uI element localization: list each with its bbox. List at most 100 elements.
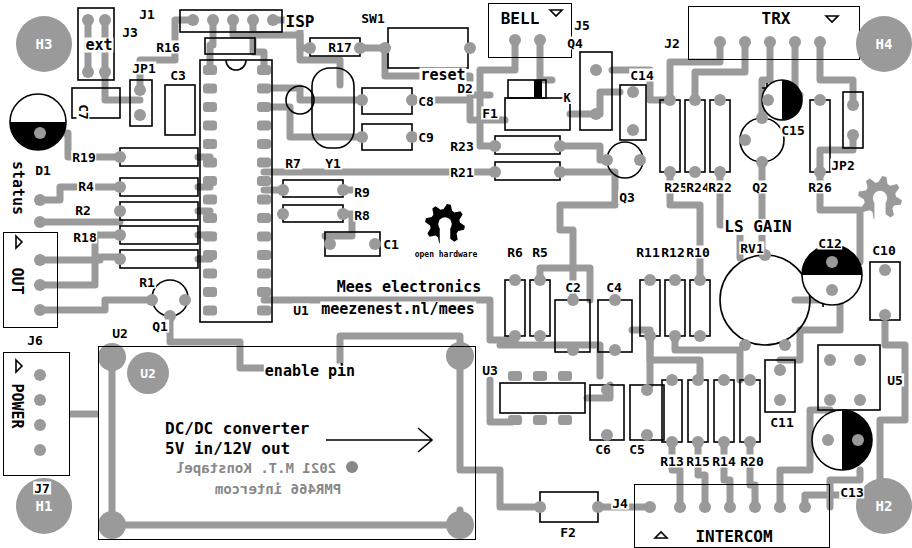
solder-pad (718, 436, 730, 448)
reference-designator: Q1 (151, 320, 169, 333)
solder-pad (689, 166, 701, 178)
reference-designator: R5 (531, 246, 549, 259)
node-text: BELL (500, 11, 541, 27)
node-text: U2 (139, 367, 157, 380)
solder-pad (814, 166, 826, 178)
ic-pad (533, 371, 547, 381)
solder-pad (304, 42, 316, 54)
reference-designator: R2 (74, 204, 92, 217)
component-outline (688, 380, 708, 442)
solder-pad (34, 254, 46, 266)
copper-trace (264, 107, 362, 137)
solder-pad (379, 42, 391, 54)
component-outline (78, 8, 114, 80)
reference-designator: Q4 (566, 37, 584, 50)
connector-housing: BELL (488, 3, 572, 58)
copper-trace (724, 442, 730, 507)
solder-pad (627, 124, 639, 136)
reference-designator: R17 (327, 41, 352, 54)
solder-pad (799, 501, 811, 513)
gear-notch (874, 198, 885, 222)
mounting-hole: H3 (16, 16, 72, 72)
reference-designator: R8 (353, 209, 371, 222)
component-outline (508, 80, 546, 98)
solder-pad (324, 238, 336, 250)
solder-pad (694, 274, 706, 286)
reference-designator: Q2 (751, 181, 769, 194)
reference-designator: U2 (111, 327, 129, 340)
component-outline (665, 280, 685, 336)
reference-designator: C8 (417, 95, 435, 108)
ic-pad (508, 415, 522, 425)
reference-designator: C15 (780, 124, 805, 137)
solder-pad (756, 112, 768, 124)
component-outline (500, 383, 585, 413)
solder-pad (567, 294, 579, 306)
solder-pad (227, 14, 239, 26)
ic-pad (203, 306, 217, 316)
ic-pad (203, 158, 217, 168)
solder-pad (826, 284, 838, 296)
polarity-fill (802, 245, 862, 275)
solder-pad (114, 229, 126, 241)
component-outline (72, 8, 900, 522)
solder-pad (601, 384, 613, 396)
component-outline (870, 262, 900, 320)
reference-designator: SW1 (360, 12, 385, 25)
reference-designator: R19 (71, 151, 96, 164)
solder-pad (554, 166, 566, 178)
polarity-fill (782, 80, 802, 120)
node-text: H4 (875, 37, 894, 51)
solder-pad (814, 94, 826, 106)
solder-pad (356, 131, 368, 143)
reference-designator: R15 (685, 455, 710, 468)
reference-designator: U1 (292, 304, 310, 317)
solder-pad (744, 436, 756, 448)
solder-pad (634, 154, 646, 166)
solder-pad (187, 14, 199, 26)
polarity-fill (10, 122, 66, 150)
silkscreen-outline (655, 532, 667, 538)
solder-pad (644, 330, 656, 342)
solder-pad (641, 384, 653, 396)
solder-pad (879, 309, 891, 321)
node-text: POWER (9, 382, 24, 429)
reference-designator: U5 (886, 374, 904, 387)
component-artwork (98, 342, 474, 539)
capacitor-outline (802, 245, 862, 305)
copper-trace (105, 72, 140, 100)
electrolytic-capacitor (10, 80, 872, 470)
ic-pad (203, 269, 217, 279)
component-outline (362, 124, 412, 150)
solder-pad (669, 274, 681, 286)
ic-pad (203, 232, 217, 242)
component-outline (640, 280, 660, 336)
copper-trace (780, 300, 840, 360)
ic-pad (203, 287, 217, 297)
solder-pad (179, 294, 191, 306)
solder-pad (854, 354, 866, 366)
component-outline (325, 232, 380, 256)
node-text: H3 (35, 37, 54, 51)
solder-pad (749, 501, 761, 513)
solder-pad (714, 94, 726, 106)
solder-pad (134, 84, 146, 96)
copper-trace (695, 42, 745, 100)
connector-housing: OUT (3, 232, 58, 328)
node-text: H2 (875, 499, 894, 513)
component-outline (165, 85, 195, 135)
solder-pad (666, 374, 678, 386)
solder-pad (534, 34, 546, 46)
component-outline (200, 60, 272, 322)
component-outline (180, 10, 282, 32)
solder-pad (34, 444, 46, 456)
transistor-outline (286, 86, 314, 114)
silkscreen-label: Mees electronics (336, 280, 483, 295)
reference-designator: C7 (77, 103, 90, 121)
solder-pad (627, 86, 639, 98)
solder-pad (356, 94, 368, 106)
silkscreen-outline (16, 236, 22, 248)
component-outline (580, 52, 612, 130)
ic-notch (226, 60, 246, 70)
ic-pad (257, 195, 271, 205)
